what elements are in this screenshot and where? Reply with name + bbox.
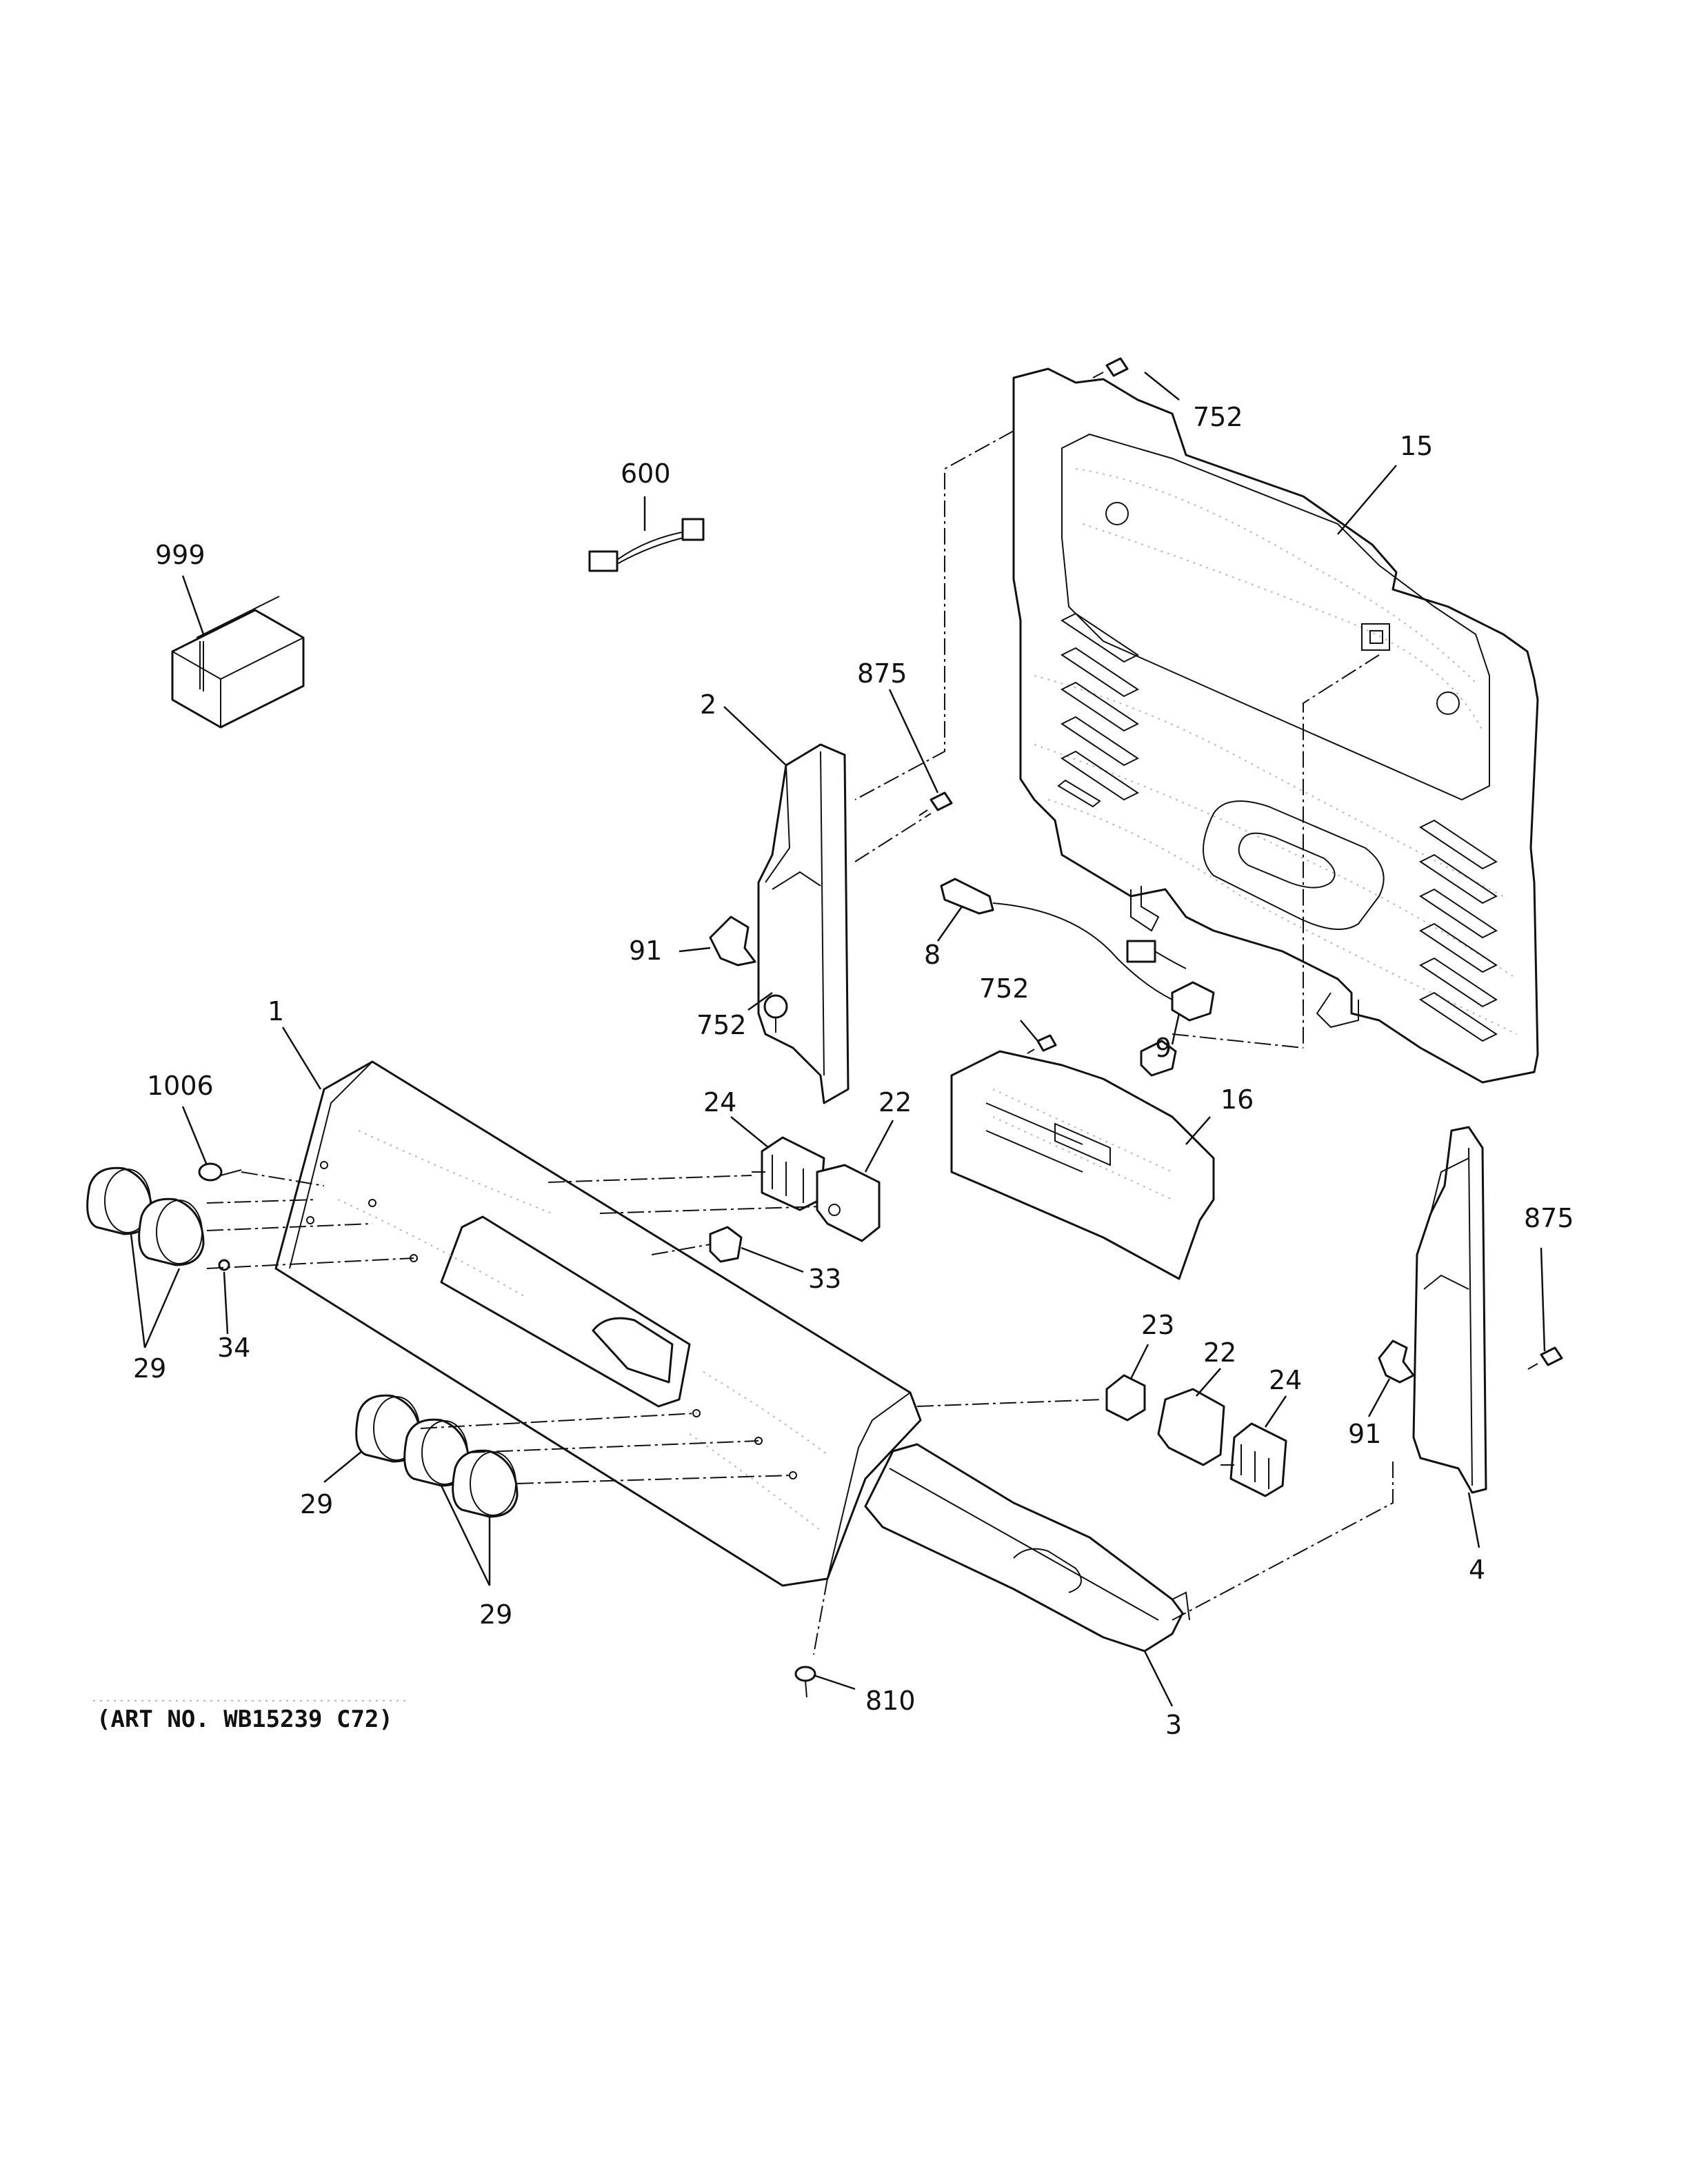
callout-810: 810 <box>865 1686 916 1716</box>
callout-23: 23 <box>1141 1310 1174 1340</box>
connector-part-9 <box>1140 981 1215 1077</box>
knob-part-29-front-3 <box>452 1449 519 1518</box>
callout-8: 8 <box>924 940 941 970</box>
callout-9: 9 <box>1155 1033 1172 1063</box>
callout-91-right: 91 <box>1348 1419 1381 1449</box>
callout-600: 600 <box>621 458 671 489</box>
alignment-lines <box>206 430 1394 1655</box>
screw-810 <box>794 1666 816 1698</box>
callout-29-left: 29 <box>133 1353 166 1384</box>
callout-24-left: 24 <box>703 1087 736 1118</box>
screw-752-control <box>1027 1034 1057 1054</box>
callout-3: 3 <box>1165 1710 1182 1740</box>
clip-part-91-right <box>1378 1339 1415 1384</box>
callout-24-right: 24 <box>1269 1365 1302 1395</box>
switch-part-23 <box>1105 1374 1146 1422</box>
wire-harness-part-600 <box>588 518 705 572</box>
relay-part-22-left <box>816 1164 881 1242</box>
leader-lines <box>130 372 1546 1707</box>
trim-part-3 <box>864 1443 1190 1652</box>
callout-1006: 1006 <box>147 1071 214 1101</box>
callout-33: 33 <box>808 1264 841 1294</box>
callout-999: 999 <box>155 540 205 570</box>
callout-15: 15 <box>1400 431 1433 461</box>
callout-22-left: 22 <box>878 1087 912 1118</box>
screw-752-top <box>1092 357 1129 378</box>
knob-part-29-left-2 <box>138 1197 205 1266</box>
callout-29-front-single: 29 <box>300 1489 333 1519</box>
side-bracket-part-4 <box>1412 1126 1487 1494</box>
art-number: (ART NO. WB15239 C72) <box>97 1706 393 1733</box>
control-panel-part-1 <box>274 1060 922 1587</box>
callout-2: 2 <box>700 689 716 720</box>
control-board-part-16 <box>950 1050 1215 1280</box>
clip-part-91-left <box>709 916 756 967</box>
screw-875-right <box>1527 1346 1563 1370</box>
callout-labels: 752 15 600 999 875 2 91 752 8 752 9 16 1… <box>133 402 1574 1740</box>
side-bracket-part-2 <box>757 743 850 1104</box>
screw-752-bracket <box>763 994 788 1033</box>
switch-part-24-left <box>752 1136 825 1211</box>
screw-875-left <box>918 791 953 816</box>
callout-91-left: 91 <box>629 936 662 966</box>
callout-1: 1 <box>268 996 284 1027</box>
back-panel-part-15 <box>1012 367 1539 1084</box>
wire-assembly-part-8 <box>940 878 1187 1000</box>
callout-875-right: 875 <box>1524 1203 1574 1233</box>
callout-4: 4 <box>1469 1555 1485 1585</box>
screw-1006 <box>198 1162 242 1182</box>
callout-752-bracket: 752 <box>696 1010 747 1040</box>
callout-34: 34 <box>217 1333 250 1363</box>
callout-752-control: 752 <box>979 973 1029 1004</box>
callout-875-left: 875 <box>857 658 907 689</box>
callout-752-top: 752 <box>1193 402 1243 432</box>
literature-box-part-999 <box>171 596 305 729</box>
callout-22-right: 22 <box>1203 1337 1236 1368</box>
switch-part-24-right <box>1220 1422 1287 1497</box>
callout-16: 16 <box>1220 1084 1254 1115</box>
relay-part-22-right <box>1157 1388 1225 1466</box>
callout-29-front-pair: 29 <box>479 1599 512 1630</box>
switch-part-33 <box>709 1226 743 1263</box>
